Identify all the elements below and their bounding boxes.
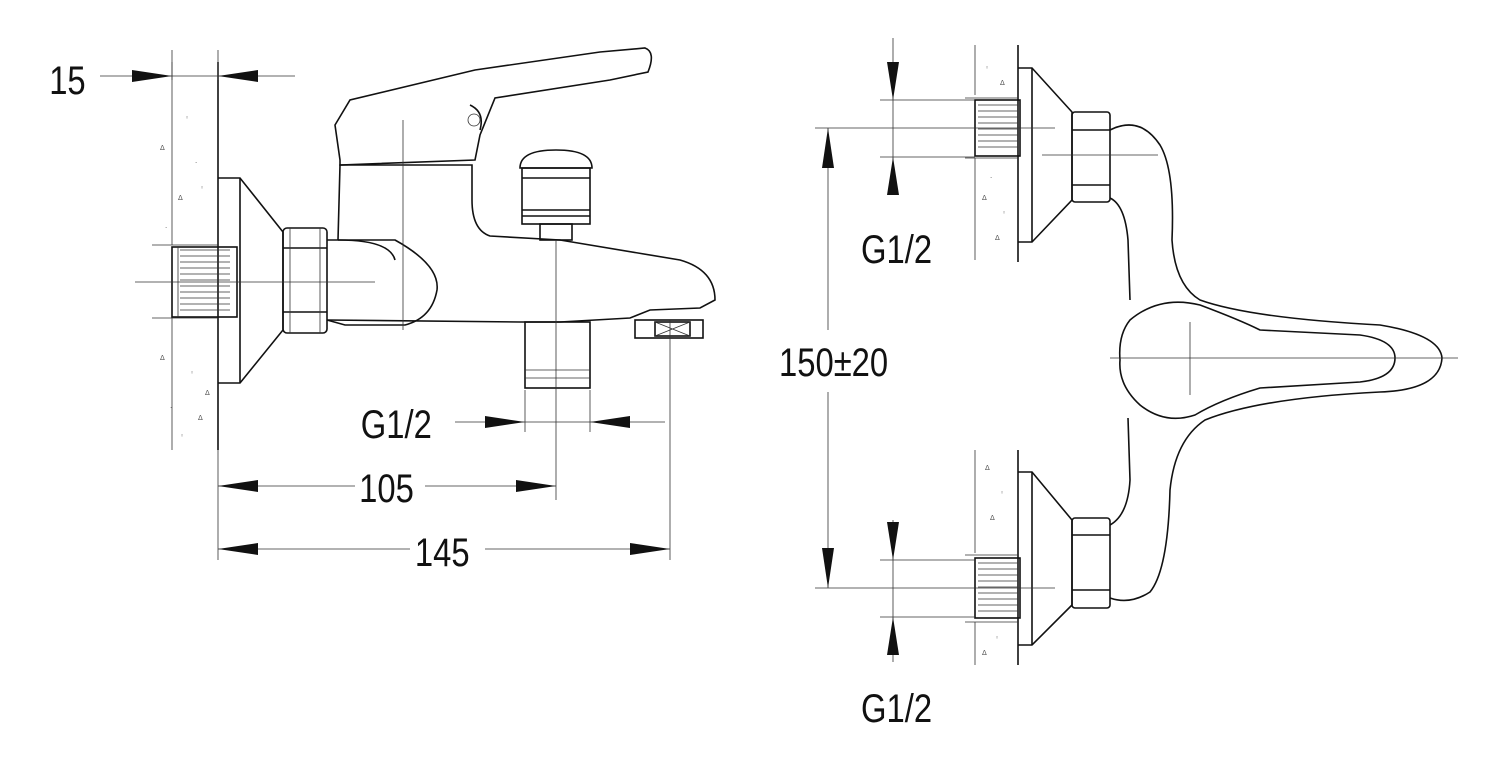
svg-text:Δ: Δ xyxy=(995,234,1000,242)
svg-text:·: · xyxy=(195,159,197,167)
dim-label-outlet-g12: G1/2 xyxy=(361,402,432,447)
dim-top-inlet-thread: G1/2 xyxy=(861,38,975,272)
svg-text:◦: ◦ xyxy=(1002,209,1006,217)
outlet-thread-side xyxy=(524,321,591,389)
svg-text:Δ: Δ xyxy=(178,194,183,202)
dim-inlet-spacing: 150±20 xyxy=(779,127,1055,589)
dim-bottom-inlet-thread: G1/2 xyxy=(861,520,975,731)
svg-text:Δ: Δ xyxy=(990,514,995,522)
dim-label-bottom-g12: G1/2 xyxy=(861,686,932,731)
svg-text:·: · xyxy=(170,404,172,412)
dim-outlet-thread: G1/2 xyxy=(361,390,665,447)
dim-spout-length: 145 xyxy=(218,320,671,575)
svg-text:·: · xyxy=(990,174,992,182)
dim-label-145: 145 xyxy=(415,530,470,575)
diverter-knob xyxy=(519,149,593,241)
svg-text:◦: ◦ xyxy=(200,184,204,192)
svg-text:·: · xyxy=(165,224,167,232)
svg-text:Δ: Δ xyxy=(198,414,203,422)
svg-text:◦: ◦ xyxy=(995,634,999,642)
escutcheon-left xyxy=(218,177,284,384)
dim-label-105: 105 xyxy=(359,466,414,511)
svg-text:Δ: Δ xyxy=(205,389,210,397)
svg-text:Δ: Δ xyxy=(982,649,987,657)
dim-label-150: 150±20 xyxy=(779,340,888,385)
svg-text:◦: ◦ xyxy=(1000,489,1004,497)
svg-text:◦: ◦ xyxy=(185,114,189,122)
svg-text:Δ: Δ xyxy=(1000,79,1005,87)
side-view: ◦ Δ · Δ ◦ · Δ ◦ Δ · Δ ◦ xyxy=(49,47,716,575)
aerator xyxy=(634,319,704,339)
dim-outlet-center: 105 xyxy=(217,450,556,560)
dim-label-15: 15 xyxy=(49,58,85,103)
svg-text:Δ: Δ xyxy=(160,144,165,152)
hex-nut-left xyxy=(282,227,328,334)
dim-wall-thickness: 15 xyxy=(49,50,295,103)
svg-text:Δ: Δ xyxy=(985,464,990,472)
svg-text:◦: ◦ xyxy=(190,369,194,377)
svg-text:◦: ◦ xyxy=(180,432,184,440)
dim-label-top-g12: G1/2 xyxy=(861,227,932,272)
svg-text:Δ: Δ xyxy=(160,354,165,362)
svg-text:◦: ◦ xyxy=(985,64,989,72)
faucet-body-front xyxy=(1042,124,1458,602)
front-view: ◦ Δ · Δ ◦ Δ Δ ◦ Δ ◦ Δ xyxy=(779,38,1458,731)
wall-right-top: ◦ Δ · Δ ◦ Δ xyxy=(965,45,1111,262)
faucet-body-side xyxy=(326,47,716,330)
svg-text:Δ: Δ xyxy=(982,194,987,202)
wall-right-bottom: Δ ◦ Δ ◦ Δ xyxy=(965,450,1111,665)
